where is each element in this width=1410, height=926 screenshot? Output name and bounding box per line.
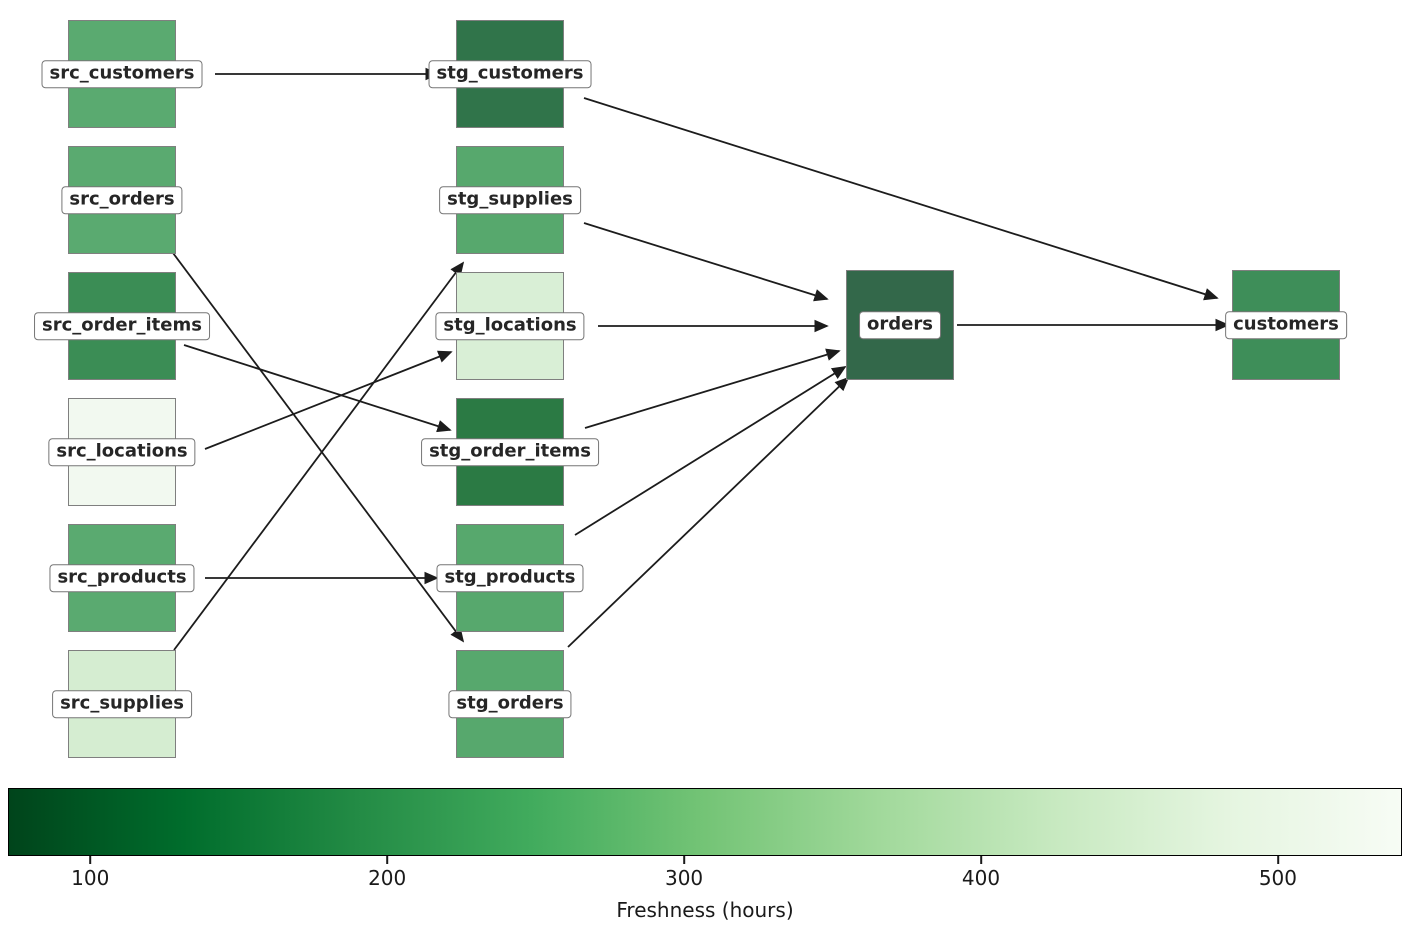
- node-label-stg_order_items: stg_order_items: [421, 438, 599, 466]
- colorbar-tick-200: [386, 856, 388, 864]
- colorbar-tick-label-500: 500: [1258, 866, 1298, 890]
- colorbar-tick-400: [980, 856, 982, 864]
- colorbar-tick-100: [89, 856, 92, 864]
- node-label-src_products: src_products: [49, 564, 195, 592]
- edge-src_orders-stg_orders: [172, 252, 465, 643]
- colorbar-tick-label-400: 400: [961, 866, 1001, 890]
- node-label-stg_supplies: stg_supplies: [439, 186, 581, 214]
- colorbar-tick-300: [683, 856, 685, 864]
- colorbar-tick-500: [1277, 856, 1279, 864]
- edge-src_supplies-stg_supplies: [173, 261, 465, 651]
- colorbar-tick-label-100: 100: [71, 866, 110, 890]
- edge-stg_products-orders: [574, 366, 847, 536]
- node-label-stg_orders: stg_orders: [448, 690, 572, 718]
- edge-src_order_items-stg_order_items: [183, 344, 452, 433]
- node-label-src_orders: src_orders: [61, 186, 183, 214]
- edge-stg_order_items-orders: [584, 348, 841, 429]
- edge-stg_orders-orders: [567, 376, 850, 648]
- edge-src_locations-stg_locations: [204, 350, 453, 450]
- node-label-stg_locations: stg_locations: [435, 312, 585, 340]
- node-label-src_order_items: src_order_items: [34, 312, 210, 340]
- edge-stg_supplies-orders: [583, 222, 829, 302]
- colorbar-tick-label-200: 200: [368, 866, 407, 890]
- colorbar-tick-label-300: 300: [664, 866, 704, 890]
- edge-stg_customers-customers: [583, 97, 1219, 301]
- node-label-customers: customers: [1225, 311, 1347, 339]
- node-label-stg_customers: stg_customers: [428, 60, 592, 88]
- node-label-src_customers: src_customers: [41, 60, 203, 88]
- colorbar-axis-label: Freshness (hours): [616, 898, 794, 922]
- node-label-orders: orders: [859, 311, 941, 339]
- node-label-src_locations: src_locations: [48, 438, 196, 466]
- colorbar: [8, 788, 1402, 856]
- node-label-stg_products: stg_products: [436, 564, 584, 592]
- node-label-src_supplies: src_supplies: [52, 690, 192, 718]
